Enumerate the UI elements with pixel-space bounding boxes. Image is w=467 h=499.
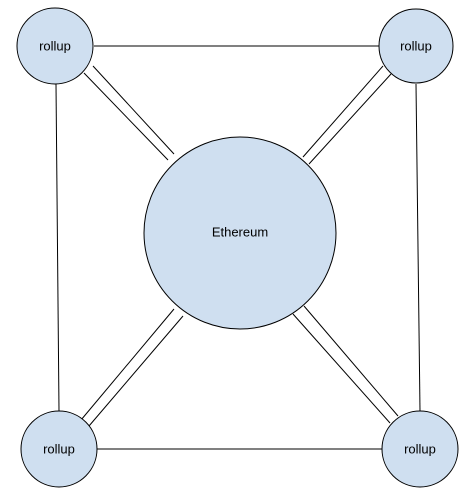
edge-bottom-right-to-ethereum-b <box>303 305 399 417</box>
edge-bottom-right-to-ethereum-a <box>292 313 391 424</box>
edge-top-right-to-ethereum-b <box>308 73 392 165</box>
edge-top-right-to-ethereum-a <box>302 65 384 158</box>
rollup-to-rollup-edges <box>55 45 421 450</box>
edge-left <box>55 83 60 412</box>
node-rollup-bottom-left: rollup <box>20 410 98 488</box>
edge-bottom-left-to-ethereum-b <box>88 315 184 427</box>
edge-right <box>415 83 421 412</box>
node-label: rollup <box>43 441 75 456</box>
node-label: Ethereum <box>212 224 268 239</box>
edge-top-left-to-ethereum-a <box>83 72 169 161</box>
node-circle <box>16 7 94 85</box>
node-circle <box>378 8 454 84</box>
node-label: rollup <box>404 441 436 456</box>
rollup-to-ethereum-edges <box>80 65 399 427</box>
node-label: rollup <box>39 38 71 53</box>
edge-bottom-left-to-ethereum-a <box>80 308 175 421</box>
node-rollup-top-right: rollup <box>378 8 454 84</box>
node-rollup-bottom-right: rollup <box>381 410 459 488</box>
node-label: rollup <box>400 38 432 53</box>
node-rollup-top-left: rollup <box>16 7 94 85</box>
node-circle <box>381 410 459 488</box>
node-circle <box>20 410 98 488</box>
edge-top-left-to-ethereum-b <box>92 65 175 155</box>
node-circle <box>143 136 337 330</box>
node-ethereum: Ethereum <box>143 136 337 330</box>
